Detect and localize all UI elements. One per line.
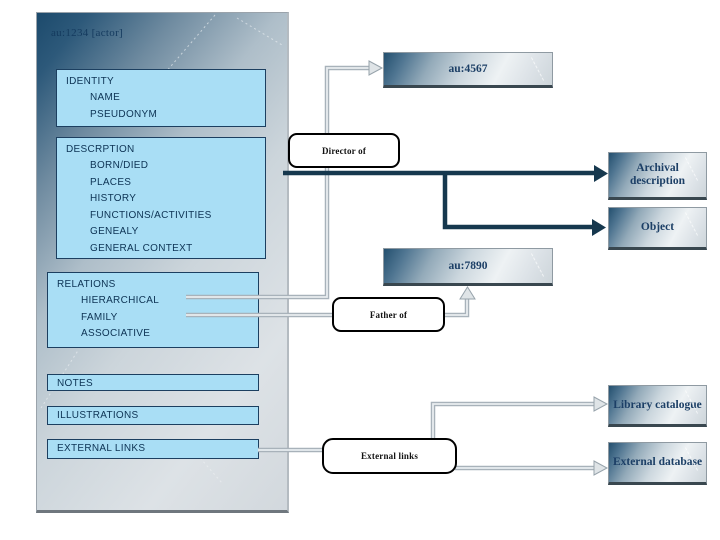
arrow-into-external-database: [593, 460, 609, 476]
relations-section: RELATIONS HIERARCHICAL FAMILY ASSOCIATIV…: [47, 272, 259, 348]
illustrations-label: ILLUSTRATIONS: [57, 410, 139, 421]
entity-object: Object: [608, 207, 707, 250]
actor-panel: au:1234 [actor] IDENTITY NAME PSEUDONYM …: [36, 12, 289, 513]
description-item-history: HISTORY: [90, 193, 137, 205]
external-links-text: External links: [360, 451, 419, 461]
external-links-label: EXTERNAL LINKS: [57, 443, 146, 454]
description-item-genealy: GENEALY: [90, 226, 139, 238]
entity-archival-description-label: Archival description: [630, 162, 685, 187]
illustrations-section: ILLUSTRATIONS: [47, 406, 259, 425]
relation-label-father-of: Father of: [332, 297, 445, 332]
relations-item-hierarchical: HIERARCHICAL: [81, 295, 160, 306]
relations-item-associative: ASSOCIATIVE: [81, 328, 151, 340]
description-item-borndied: BORN/DIED: [90, 160, 149, 171]
entity-au4567-label: au:4567: [448, 62, 488, 75]
notes-label: NOTES: [57, 378, 93, 389]
entity-au4567: au:4567: [383, 52, 553, 88]
identity-section: IDENTITY NAME PSEUDONYM: [56, 69, 266, 127]
arrow-into-object: [592, 219, 606, 236]
arrow-into-au7890: [459, 286, 476, 300]
identity-label: IDENTITY: [66, 76, 114, 87]
father-of-text: Father of: [369, 309, 408, 320]
relation-label-director-of: Director of: [288, 133, 400, 168]
description-section: DESCRPTION BORN/DIED PLACES HISTORY FUNC…: [56, 137, 266, 259]
entity-external-database-label: External database: [612, 456, 703, 468]
entity-au7890-label: au:7890: [448, 259, 488, 272]
panel-title: au:1234 [actor]: [51, 27, 123, 39]
arrow-into-archival-description: [594, 165, 608, 182]
relations-item-family: FAMILY: [81, 311, 118, 323]
arrow-into-au4567: [368, 60, 384, 76]
identity-item-name: NAME: [90, 92, 121, 103]
arrow-into-library-catalogue: [593, 396, 609, 412]
relation-label-external-links: External links: [322, 438, 457, 474]
description-item-places: PLACES: [90, 176, 132, 188]
entity-object-label: Object: [640, 221, 675, 233]
notes-section: NOTES: [47, 374, 259, 391]
director-of-text: Director of: [321, 145, 367, 156]
entity-library-catalogue: Library catalogue: [608, 385, 707, 427]
description-label: DESCRPTION: [66, 144, 135, 155]
entity-archival-description: Archival description: [608, 152, 707, 200]
entity-au7890: au:7890: [383, 248, 553, 286]
description-item-functions: FUNCTIONS/ACTIVITIES: [90, 209, 212, 221]
entity-library-catalogue-label: Library catalogue: [613, 398, 702, 411]
external-links-section: EXTERNAL LINKS: [47, 439, 259, 459]
identity-item-pseudonym: PSEUDONYM: [90, 108, 158, 120]
entity-external-database: External database: [608, 442, 707, 485]
relations-label: RELATIONS: [57, 279, 116, 290]
description-item-general-context: GENERAL CONTEXT: [90, 242, 193, 254]
